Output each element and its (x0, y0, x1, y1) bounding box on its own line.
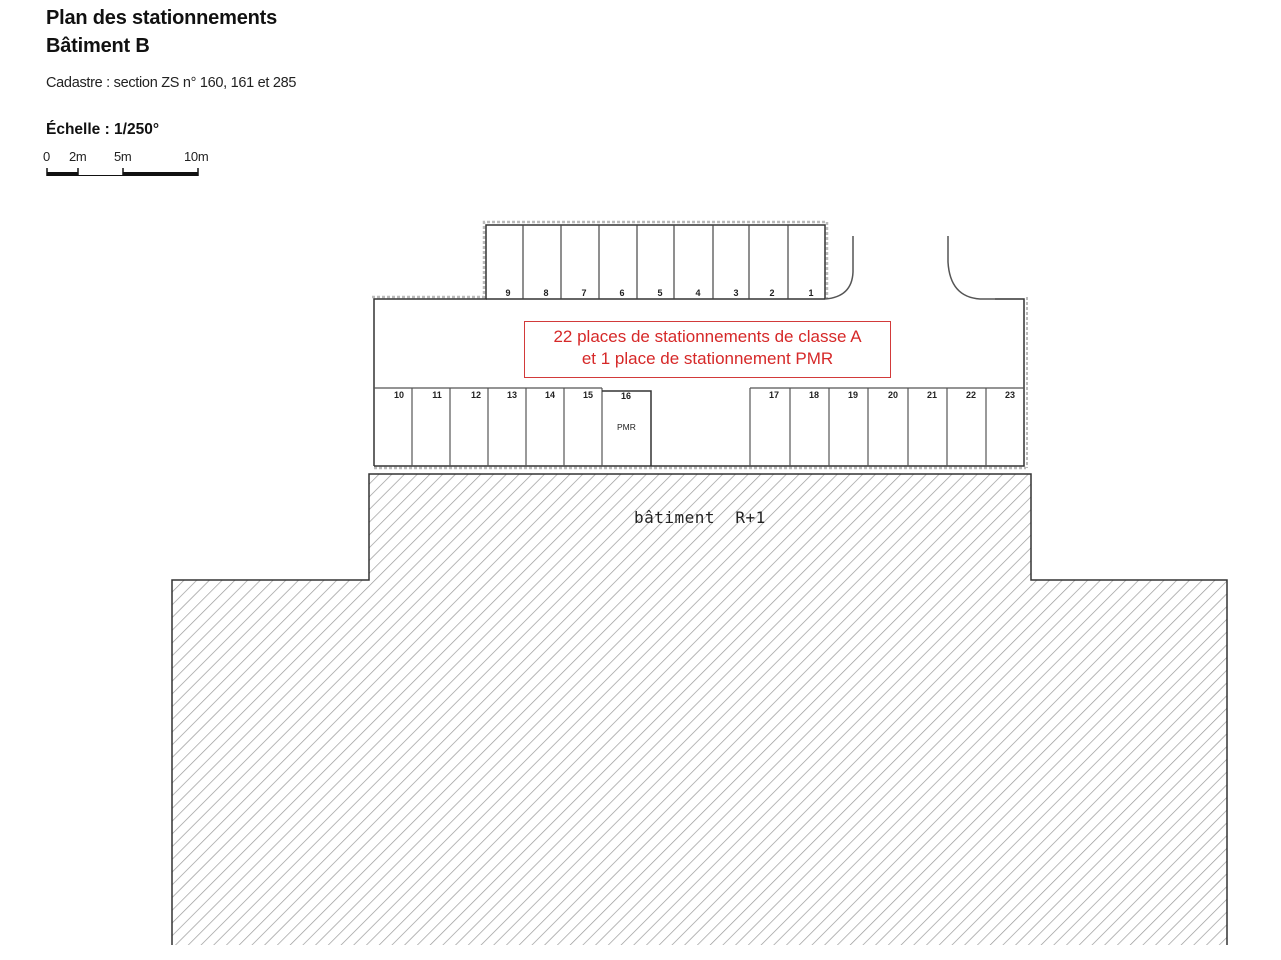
stall-number: 4 (695, 288, 701, 298)
top-row-stalls (522, 225, 789, 299)
stall-number: 3 (733, 288, 739, 298)
parking-lot-outline (372, 220, 1028, 470)
bottom-left-stalls (374, 387, 652, 466)
scale-label-2m: 2m (69, 149, 87, 164)
stall-number-pmr: 16 (620, 391, 631, 401)
parking-summary-note: 22 places de stationnements de classe A … (524, 321, 891, 378)
scale-title: Échelle : 1/250° (46, 121, 160, 138)
stall-number: 17 (768, 390, 779, 400)
plan-title: Plan des stationnements Bâtiment B (46, 4, 277, 60)
stall-number: 18 (808, 390, 819, 400)
stall-number: 20 (887, 390, 898, 400)
stall-number: 9 (505, 288, 511, 298)
building-label: bâtiment R+1 (634, 508, 766, 527)
stall-number: 6 (619, 288, 625, 298)
bottom-right-stalls (749, 387, 1024, 466)
stall-number: 11 (432, 390, 442, 400)
stall-number: 13 (506, 390, 517, 400)
scale-bar (46, 168, 199, 176)
stall-number: 15 (582, 390, 593, 400)
stall-number: 5 (657, 288, 663, 298)
note-line-2: et 1 place de stationnement PMR (581, 349, 834, 368)
stall-number: 14 (544, 390, 555, 400)
stall-number: 7 (581, 288, 587, 298)
pmr-label: PMR (617, 422, 636, 432)
scale-label-10m: 10m (184, 149, 209, 164)
stall-number: 23 (1004, 390, 1015, 400)
title-line-1: Plan des stationnements (46, 7, 278, 29)
note-line-1: 22 places de stationnements de classe A (553, 327, 862, 346)
stall-number: 2 (769, 288, 775, 298)
stall-number: 22 (965, 390, 976, 400)
scale-label-5m: 5m (114, 149, 132, 164)
stall-number: 1 (808, 288, 814, 298)
stall-number: 21 (926, 390, 937, 400)
scale-label-0: 0 (43, 149, 50, 164)
cadastre-reference: Cadastre : section ZS n° 160, 161 et 285 (46, 75, 297, 91)
title-line-2: Bâtiment B (46, 35, 150, 57)
building-footprint (171, 473, 1228, 945)
stall-number: 12 (470, 390, 481, 400)
stall-number: 8 (543, 288, 549, 298)
stall-number: 10 (393, 390, 404, 400)
stall-number: 19 (847, 390, 858, 400)
